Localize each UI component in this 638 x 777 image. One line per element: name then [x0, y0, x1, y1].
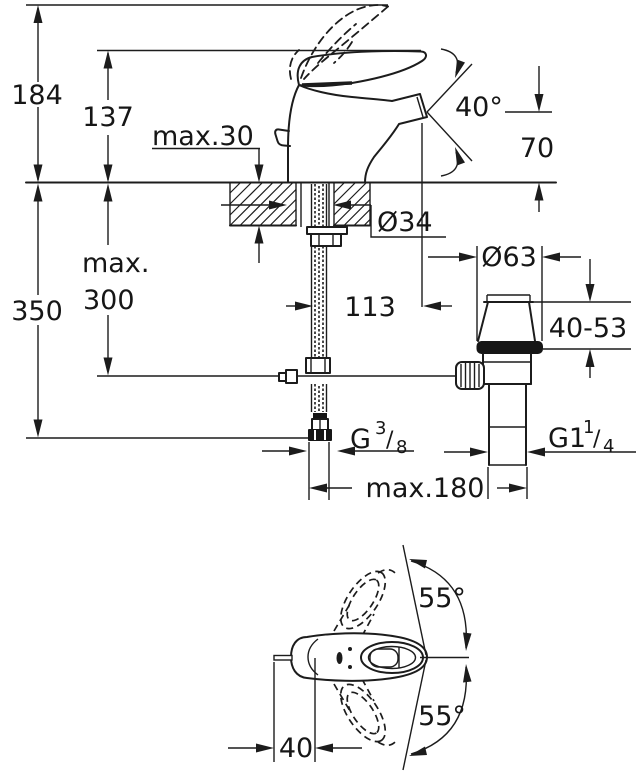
thread-g114-label: G1 1 / 4	[548, 417, 614, 457]
dim-350-label: 350	[11, 296, 63, 327]
deck-cross-section	[229, 182, 371, 227]
dim-113-label: 113	[344, 292, 396, 323]
dim-70-label: 70	[520, 133, 554, 164]
angle-55-upper-label: 55°	[418, 583, 466, 614]
g38-fitting	[308, 413, 332, 441]
dim-40-label: 40	[279, 733, 313, 764]
thread-g38-sub: 8	[396, 437, 407, 458]
thread-g114-sub: 4	[603, 436, 614, 457]
angle-55-lower-label: 55°	[418, 701, 466, 732]
handle-knob-inner	[367, 645, 417, 670]
top-view: 55° 55° 40	[228, 544, 472, 771]
spray-angle-annotation	[426, 48, 473, 177]
thread-g38-label: G 3 / 8	[350, 418, 407, 458]
dim-max30-label: max.30	[152, 121, 254, 152]
body-outline	[287, 84, 428, 184]
dimension-lines	[33, 5, 636, 493]
swivel-angle-annotation	[402, 544, 472, 771]
thread-g38-slash: /	[386, 428, 394, 453]
handle-rotated-dashed-upper	[333, 568, 397, 637]
faucet-body	[274, 50, 428, 184]
hatch-lines	[229, 182, 371, 226]
supply-hose-assembly	[278, 183, 348, 441]
handle-raised-dashed	[288, 4, 389, 80]
dimension-labels: 184 137 max.30 40° 70 Ø34 max. 300 350 1…	[11, 80, 627, 504]
dim-184-label: 184	[11, 80, 63, 111]
dim-40-53-label: 40-53	[549, 313, 627, 344]
top-view-labels: 55° 55° 40	[279, 583, 466, 764]
dia-34-label: Ø34	[377, 207, 433, 238]
handle-rotated-dashed-lower	[333, 678, 397, 747]
faucet-top-view-body	[273, 632, 428, 682]
thread-g114-sup: 1	[583, 417, 594, 438]
dia-63-label: Ø63	[481, 242, 537, 273]
pop-rod-top-view	[273, 654, 293, 661]
top-view-dimension-lines	[228, 658, 362, 762]
dim-max300-label-line1: max.	[82, 248, 149, 279]
thread-g114-slash: /	[593, 427, 601, 452]
dim-137-label: 137	[82, 102, 134, 133]
angle-40-label: 40°	[455, 92, 503, 123]
dim-max300-label-line2: 300	[83, 285, 135, 316]
dim-max180-label: max.180	[366, 473, 485, 504]
lever-handle	[296, 50, 427, 88]
pop-rod-knob	[274, 128, 291, 147]
hose-braid	[310, 184, 328, 412]
thread-g38-sup: 3	[375, 418, 386, 439]
pop-up-waste	[455, 294, 543, 466]
thread-g38-base: G	[350, 424, 371, 455]
thread-g114-base: G1	[548, 423, 586, 454]
side-view: 184 137 max.30 40° 70 Ø34 max. 300 350 1…	[11, 4, 636, 504]
